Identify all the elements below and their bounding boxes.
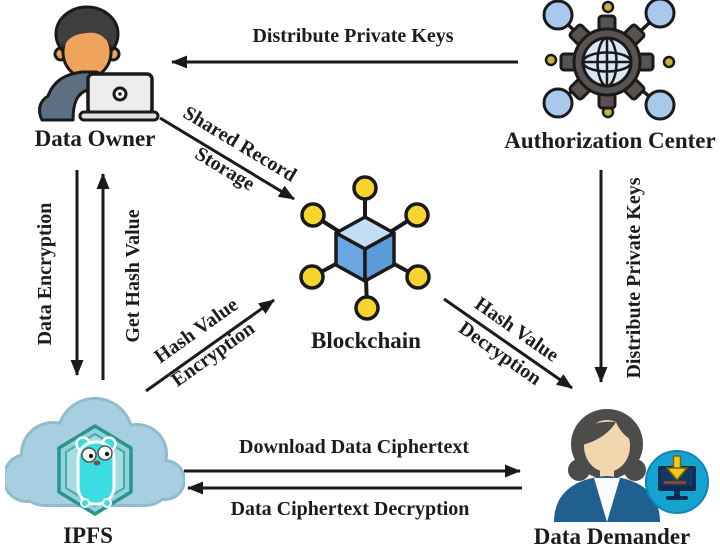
ipfs-icon — [5, 397, 185, 516]
distribute-keys-right-label: Distribute Private Keys — [623, 177, 645, 379]
arrow-shared-record-storage — [159, 116, 295, 201]
globe-icon — [581, 36, 633, 88]
authorization-center-icon — [542, 0, 676, 121]
download-arrow-icon — [665, 455, 689, 482]
ciphertext-decryption-label: Data Ciphertext Decryption — [230, 498, 470, 520]
get-hash-value-label: Get Hash Value — [122, 209, 144, 343]
distribute-keys-top-label: Distribute Private Keys — [252, 25, 454, 47]
data-encryption-label: Data Encryption — [34, 202, 56, 346]
link-node-circles — [542, 0, 676, 121]
arrow-hash-value-decryption — [443, 297, 573, 390]
gear-icon — [559, 14, 655, 110]
laptop-icon — [78, 72, 160, 122]
arrow-hash-value-encryption — [145, 298, 275, 393]
blockchain-icon — [299, 175, 431, 321]
cube-icon — [334, 215, 396, 283]
download-badge-icon — [645, 450, 709, 514]
data-owner-label: Data Owner — [34, 126, 156, 152]
authorization-center-label: Authorization Center — [504, 128, 716, 154]
ipfs-label: IPFS — [63, 523, 113, 549]
yellow-node-circles — [299, 175, 431, 321]
person-icon — [554, 409, 660, 522]
gopher-icon — [75, 436, 117, 508]
data-demander-label: Data Demander — [533, 524, 691, 550]
download-ciphertext-label: Download Data Ciphertext — [239, 436, 469, 458]
blockchain-label: Blockchain — [311, 328, 421, 354]
data-owner-icon — [38, 5, 160, 122]
data-demander-icon — [554, 409, 709, 522]
person-with-laptop-icon — [38, 5, 121, 122]
